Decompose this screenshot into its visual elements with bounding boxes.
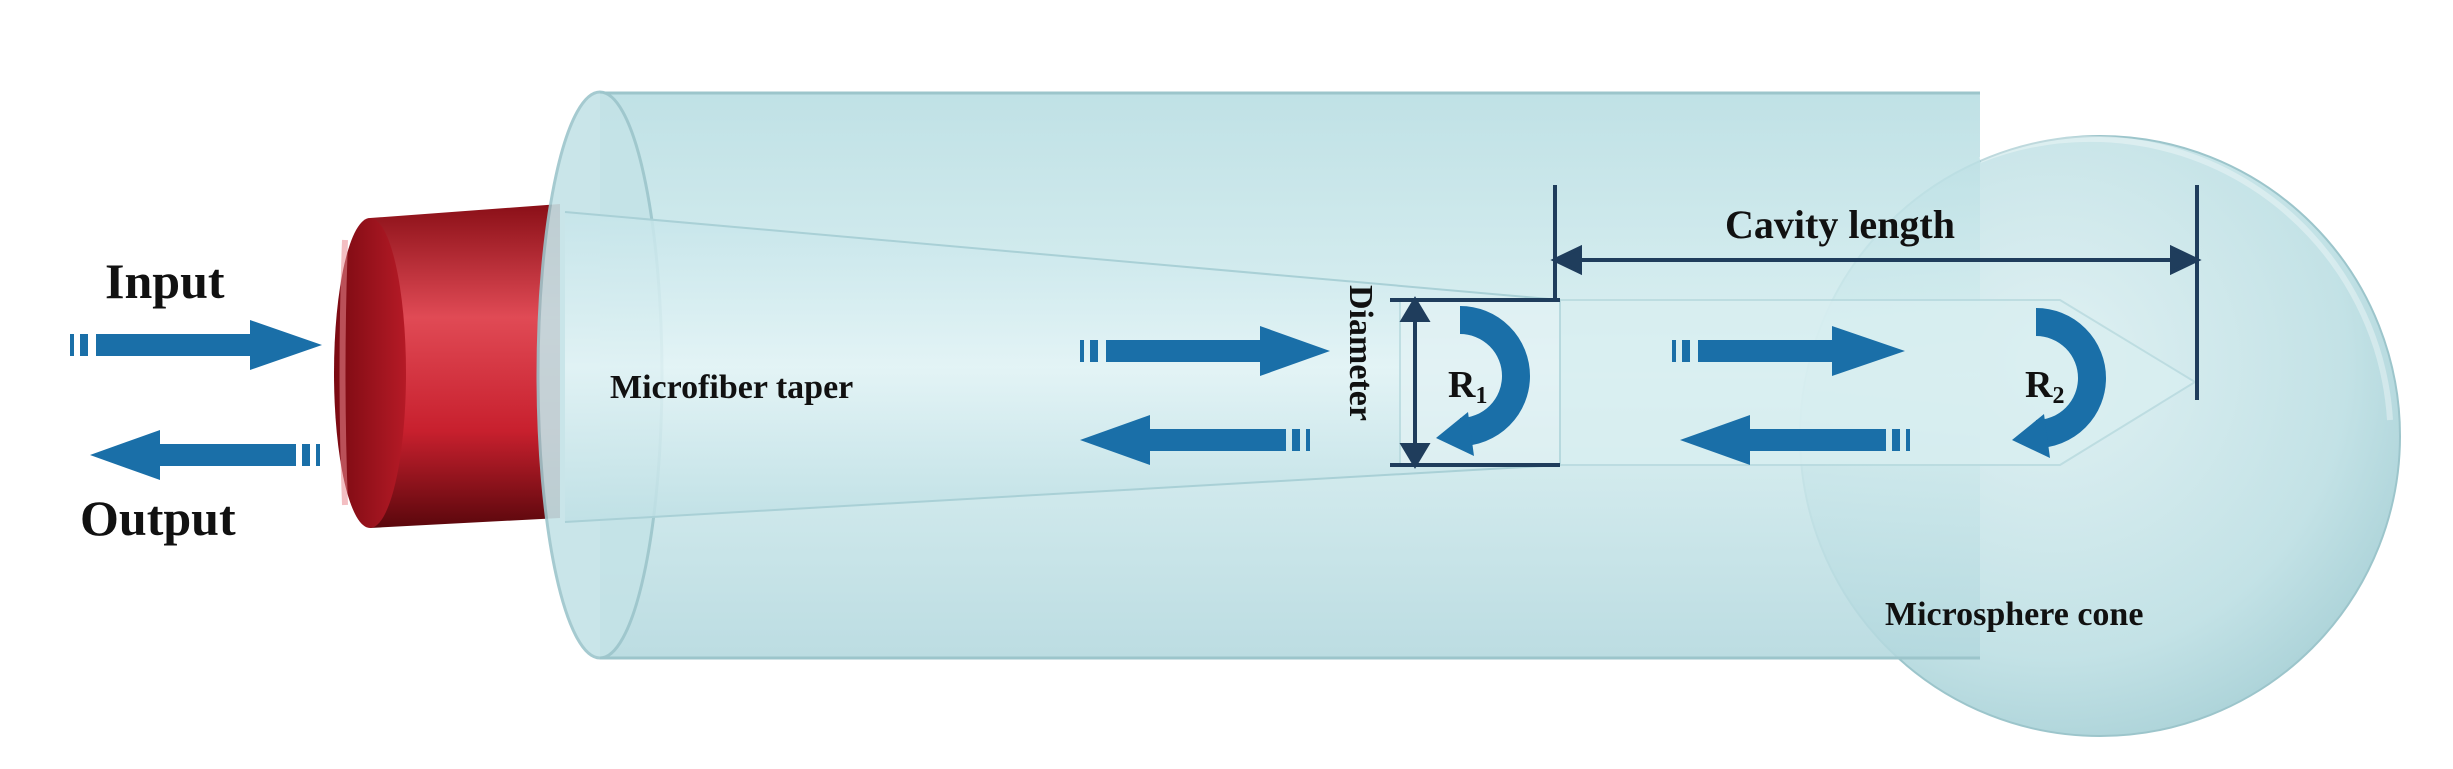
cavity-backward-arrow (1680, 415, 1910, 465)
input-label: Input (105, 253, 225, 309)
cavity-length-label: Cavity length (1725, 202, 1955, 247)
cavity-length-dimension (1550, 185, 2202, 400)
output-arrow (90, 430, 320, 480)
diameter-dimension (1390, 296, 1560, 469)
cavity-forward-arrow (1672, 326, 1905, 376)
r1-reflection-arc-icon (1436, 306, 1530, 456)
microsphere-cone-label: Microsphere cone (1885, 596, 2143, 633)
fiber-core (334, 204, 560, 528)
r2-label: R2 (2025, 364, 2064, 409)
r1-main: R (1448, 364, 1476, 406)
taper-backward-arrow (1080, 415, 1310, 465)
input-arrow (70, 320, 322, 370)
r1-label: R1 (1448, 364, 1487, 409)
r2-reflection-arc-icon (2012, 308, 2106, 458)
diameter-label: Diameter (1342, 285, 1379, 421)
output-label: Output (80, 490, 236, 546)
microfiber-taper-label: Microfiber taper (610, 369, 853, 406)
r1-subscript: 1 (1475, 383, 1487, 409)
sphere-highlight (1978, 135, 2393, 421)
r2-subscript: 2 (2052, 383, 2064, 409)
taper-forward-arrow (1080, 326, 1330, 376)
r2-main: R (2025, 364, 2053, 406)
microfiber-taper (564, 211, 1561, 523)
